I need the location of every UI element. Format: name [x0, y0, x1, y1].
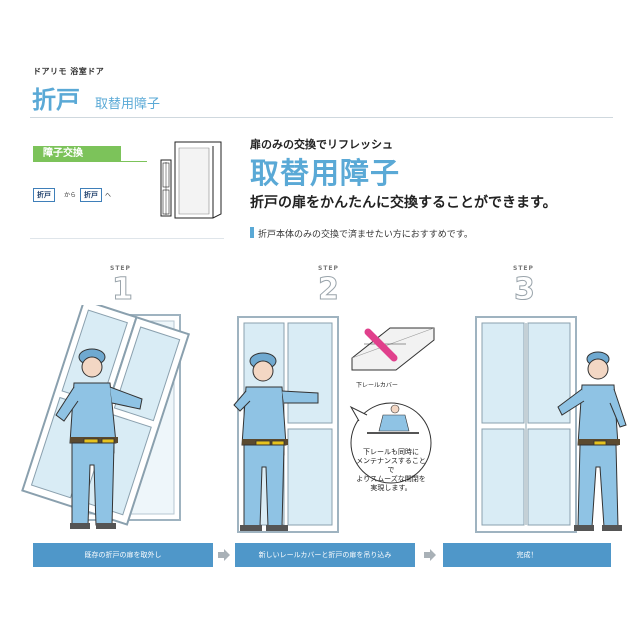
tagline: 扉のみの交換でリフレッシュ [250, 138, 393, 151]
from-word: から [64, 192, 77, 199]
step-arrow-icon [424, 549, 436, 561]
page-subtitle: 取替用障子 [95, 97, 161, 112]
callout-line-2: メンテナンスすることで [356, 457, 426, 474]
rail-cover-detail-illustration [351, 327, 435, 371]
step-3-number: 3 [514, 272, 536, 308]
step-1-number: 1 [112, 272, 134, 308]
note-marker [250, 227, 254, 238]
step-3-caption: 完成！ [443, 543, 611, 567]
maintenance-callout-bubble [349, 402, 432, 484]
badge-underline [111, 161, 147, 162]
callout-text: 下レールも同時に メンテナンスすることで よりスムーズな開閉を 実現します。 [354, 448, 428, 493]
replacement-badge: 障子交換 [33, 146, 121, 162]
rail-cover-label: 下レールカバー [356, 382, 398, 389]
step-3-illustration [475, 316, 627, 533]
to-label: 折戸 [80, 188, 102, 202]
door-frame-illustration [160, 141, 222, 219]
panel-divider [30, 238, 224, 239]
callout-line-1: 下レールも同時に [363, 448, 419, 456]
callout-line-4: 実現します。 [370, 484, 412, 492]
step-arrow-icon [218, 549, 230, 561]
header-divider [30, 117, 613, 118]
step-1-illustration [21, 305, 191, 529]
step-3-label: STEP [513, 265, 534, 272]
step-2-caption: 新しいレールカバーと折戸の扉を吊り込み [235, 543, 415, 567]
page-title: 折戸 [32, 86, 80, 114]
from-label: 折戸 [33, 188, 55, 202]
step-1-caption: 既存の折戸の扉を取外し [33, 543, 213, 567]
step-2-label: STEP [318, 265, 339, 272]
step-1-label: STEP [110, 265, 131, 272]
product-title: 取替用障子 [250, 156, 401, 190]
recommendation-note: 折戸本体のみの交換で済ませたい方におすすめです。 [258, 230, 473, 240]
product-category: ドアリモ 浴室ドア [33, 67, 105, 76]
step-2-illustration [233, 316, 339, 533]
product-description: 折戸の扉をかんたんに交換することができます。 [250, 195, 557, 211]
callout-line-3: よりスムーズな開閉を [356, 475, 426, 483]
to-word: へ [105, 192, 112, 199]
step-2-number: 2 [318, 272, 340, 308]
